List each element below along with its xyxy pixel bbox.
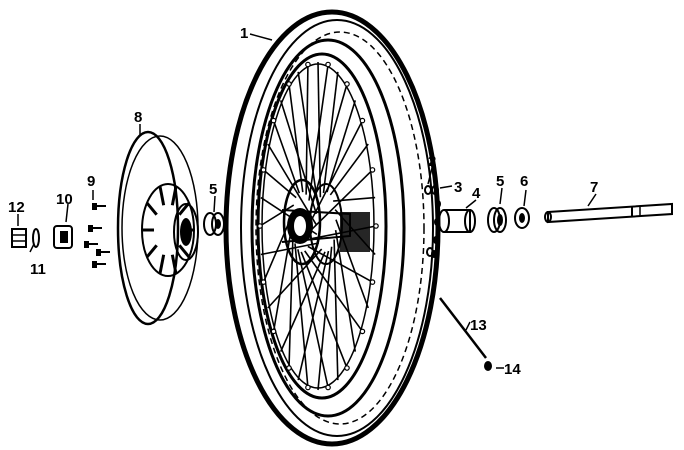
axle-spacer[interactable] [438, 209, 476, 233]
spoke [310, 83, 348, 210]
spoke-nipples [257, 61, 379, 391]
spoke [294, 243, 309, 388]
spoke-nipple [369, 279, 376, 285]
drum-fin [170, 254, 178, 275]
callout-6: 6 [520, 173, 528, 190]
callouts: 1 8 9 10 12 11 5 2 3 4 5 6 7 13 14 [8, 25, 598, 378]
spoke-nipple [305, 61, 311, 68]
spoke [288, 83, 304, 193]
spoke-rod[interactable] [439, 297, 487, 359]
drum-fin [145, 244, 158, 258]
spoke [304, 250, 364, 332]
brake-drum-fins [142, 185, 194, 275]
spoke-nipple [344, 365, 350, 371]
callout-4: 4 [472, 185, 481, 202]
wheel-hub [281, 178, 370, 266]
callout-3: 3 [454, 179, 462, 196]
spoke [260, 242, 320, 256]
spoke [300, 251, 348, 369]
spoke [333, 196, 376, 202]
spoke [262, 169, 297, 199]
spoke-nipple [286, 81, 292, 87]
spoke-nipple [257, 223, 263, 229]
bearing-left[interactable] [203, 212, 225, 236]
bolt-head [84, 241, 89, 248]
spoke [322, 71, 339, 194]
callout-2: 2 [428, 153, 436, 170]
spoke [272, 224, 293, 332]
drum-fin [170, 185, 178, 206]
tyre-inner [250, 38, 406, 418]
spoke [297, 71, 319, 205]
spoke-nipple [286, 365, 292, 371]
drum-fin [158, 185, 166, 206]
spoke-nipple [359, 328, 366, 335]
spoke [259, 204, 295, 227]
brake-drum[interactable] [116, 130, 199, 326]
lock-washer[interactable] [32, 228, 40, 248]
bolt-head [88, 225, 93, 232]
callout-1: 1 [240, 25, 248, 42]
spoke-nipple [270, 117, 277, 124]
spoke [317, 246, 333, 391]
callout-10: 10 [56, 191, 73, 208]
spoke-nipple [359, 117, 366, 124]
tyre-outer [223, 9, 441, 447]
spoke-nipple [369, 167, 376, 173]
spoke [272, 120, 301, 194]
spoke-nipple [325, 61, 331, 68]
leader-lines [17, 33, 597, 369]
bolt-head [92, 261, 97, 268]
spoke-nipple [373, 223, 379, 229]
drum-fin [158, 254, 166, 275]
callout-12: 12 [8, 199, 25, 216]
callout-8: 8 [134, 109, 142, 126]
spoke [311, 120, 364, 220]
tyre-tread-inner [255, 31, 425, 425]
dust-cap[interactable] [514, 207, 530, 229]
callout-14: 14 [504, 361, 521, 378]
drum-fin [145, 202, 158, 216]
spoke [305, 64, 309, 195]
spoke [297, 250, 330, 381]
spoke [326, 100, 357, 193]
spoke [308, 64, 329, 201]
nut-set-3[interactable] [424, 185, 439, 257]
callout-7: 7 [590, 179, 598, 196]
spoke-nipple [270, 328, 277, 335]
spoke-nipple [260, 167, 267, 173]
spoke-nut[interactable] [484, 361, 492, 371]
callout-5-left: 5 [209, 181, 217, 198]
spoke [333, 239, 339, 381]
spokes [259, 61, 377, 391]
spoke-nipple [305, 384, 311, 391]
spoke-nipple [344, 81, 350, 87]
callout-11: 11 [30, 261, 46, 278]
hub-flange[interactable] [53, 225, 73, 249]
bearing-right[interactable] [487, 207, 507, 233]
mounting-bolts[interactable] [84, 203, 110, 268]
callout-9: 9 [87, 173, 95, 190]
drum-fin [178, 244, 191, 258]
spoke [279, 251, 326, 352]
bolt-head [92, 203, 97, 210]
callout-5-right: 5 [496, 173, 504, 190]
axle-shaft[interactable] [544, 202, 673, 224]
spoke [267, 248, 323, 309]
tyre-tread-outer [240, 19, 434, 437]
callout-13: 13 [470, 317, 487, 334]
spoke-nipple [260, 279, 267, 285]
drum-fin [178, 202, 191, 216]
axle-nut[interactable] [11, 228, 27, 248]
wheel-assembly[interactable] [223, 9, 441, 447]
spoke-nipple [325, 384, 331, 391]
spoke [329, 143, 369, 196]
bolt-head [96, 249, 101, 256]
